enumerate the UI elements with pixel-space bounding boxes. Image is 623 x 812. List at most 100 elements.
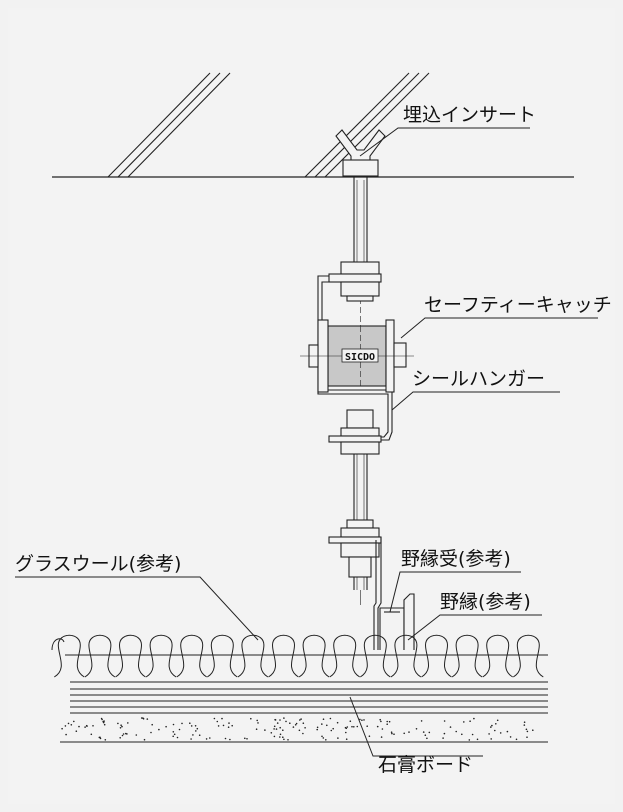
speckle (244, 737, 246, 740)
speckle (279, 733, 282, 736)
speckle (222, 724, 225, 727)
speckle (468, 739, 471, 741)
speckle (256, 719, 259, 722)
speckle (190, 738, 192, 740)
speckle (499, 732, 502, 734)
glass-wool-loop (360, 634, 391, 678)
speckle (150, 731, 152, 734)
slab-hatch-right (304, 72, 430, 178)
speckle (380, 720, 382, 723)
speckle (165, 725, 167, 728)
label-furring-receiver: 野縁受(参考) (401, 548, 511, 570)
speckle (102, 721, 105, 724)
speckle (190, 725, 193, 727)
speckle (455, 730, 458, 733)
concrete-slab (52, 72, 574, 178)
speckle (283, 717, 285, 719)
speckle (90, 733, 93, 736)
speckle (103, 723, 106, 726)
speckle (380, 736, 383, 738)
embedded-insert (335, 129, 386, 178)
glass-wool-loop (268, 634, 299, 678)
speckle (151, 723, 153, 726)
speckle (428, 731, 431, 734)
speckle (274, 719, 277, 721)
speckle (195, 730, 197, 732)
speckle (299, 719, 301, 721)
speckle (321, 723, 323, 725)
glass-wool-loop (207, 634, 238, 678)
speckle (523, 721, 526, 723)
speckle (229, 738, 231, 741)
speckle (270, 732, 273, 734)
label-safety-catch: セーフティーキャッチ (424, 294, 612, 316)
speckle (250, 717, 252, 720)
speckle (322, 718, 325, 720)
speckle (490, 726, 492, 728)
leader-lines (15, 127, 598, 757)
speckle (332, 727, 335, 730)
speckle (443, 720, 446, 722)
speckle (158, 728, 160, 731)
glass-wool-loop (54, 634, 85, 678)
speckle (388, 720, 391, 723)
speckle (120, 724, 122, 726)
speckle (257, 722, 259, 724)
speckle (490, 738, 493, 740)
speckle (282, 736, 284, 738)
speckle (117, 722, 119, 725)
label-seal-hanger: シールハンガー (412, 368, 545, 390)
speckle (85, 724, 88, 727)
speckle (415, 728, 418, 730)
speckle (119, 737, 121, 739)
speckle (140, 717, 143, 719)
speckle (356, 725, 359, 728)
speckle (424, 734, 427, 736)
speckle (101, 718, 103, 721)
speckle (181, 722, 183, 725)
speckle (526, 736, 528, 738)
speckle (345, 727, 348, 730)
bottom-nut (328, 519, 382, 578)
glass-wool-cap (51, 638, 65, 651)
speckle (359, 718, 361, 721)
speckle (469, 720, 471, 722)
furring-channel (379, 593, 415, 650)
speckle (198, 734, 201, 736)
speckle (329, 717, 332, 720)
speckle (316, 726, 319, 729)
speckle (209, 737, 211, 739)
gypsum-speckles (61, 717, 534, 741)
speckle (523, 724, 526, 726)
speckle (393, 733, 395, 735)
speckle (121, 725, 123, 728)
speckle (515, 738, 518, 741)
speckle (321, 735, 323, 738)
label-gypsum-board: 石膏ボード (378, 753, 473, 776)
speckle (84, 726, 86, 728)
speckle (403, 732, 406, 735)
glass-wool-loop (482, 634, 513, 678)
speckle (64, 725, 67, 727)
speckle (78, 725, 80, 728)
slab-hatch-left (107, 72, 231, 178)
speckle (426, 737, 428, 740)
speckle (255, 728, 258, 730)
speckle (381, 728, 384, 730)
glass-wool (51, 634, 544, 678)
speckle (463, 721, 465, 723)
speckle (127, 722, 129, 724)
speckle (276, 722, 279, 724)
glass-wool-loop (451, 634, 483, 678)
speckle (292, 726, 295, 728)
upper-nut (328, 261, 382, 302)
speckle (366, 725, 369, 727)
speckle (386, 723, 389, 725)
speckle (172, 735, 174, 738)
speckle (495, 723, 497, 725)
speckle (525, 728, 528, 731)
speckle (121, 734, 124, 737)
speckle (353, 726, 355, 728)
speckle (351, 725, 353, 728)
speckle (506, 730, 509, 733)
